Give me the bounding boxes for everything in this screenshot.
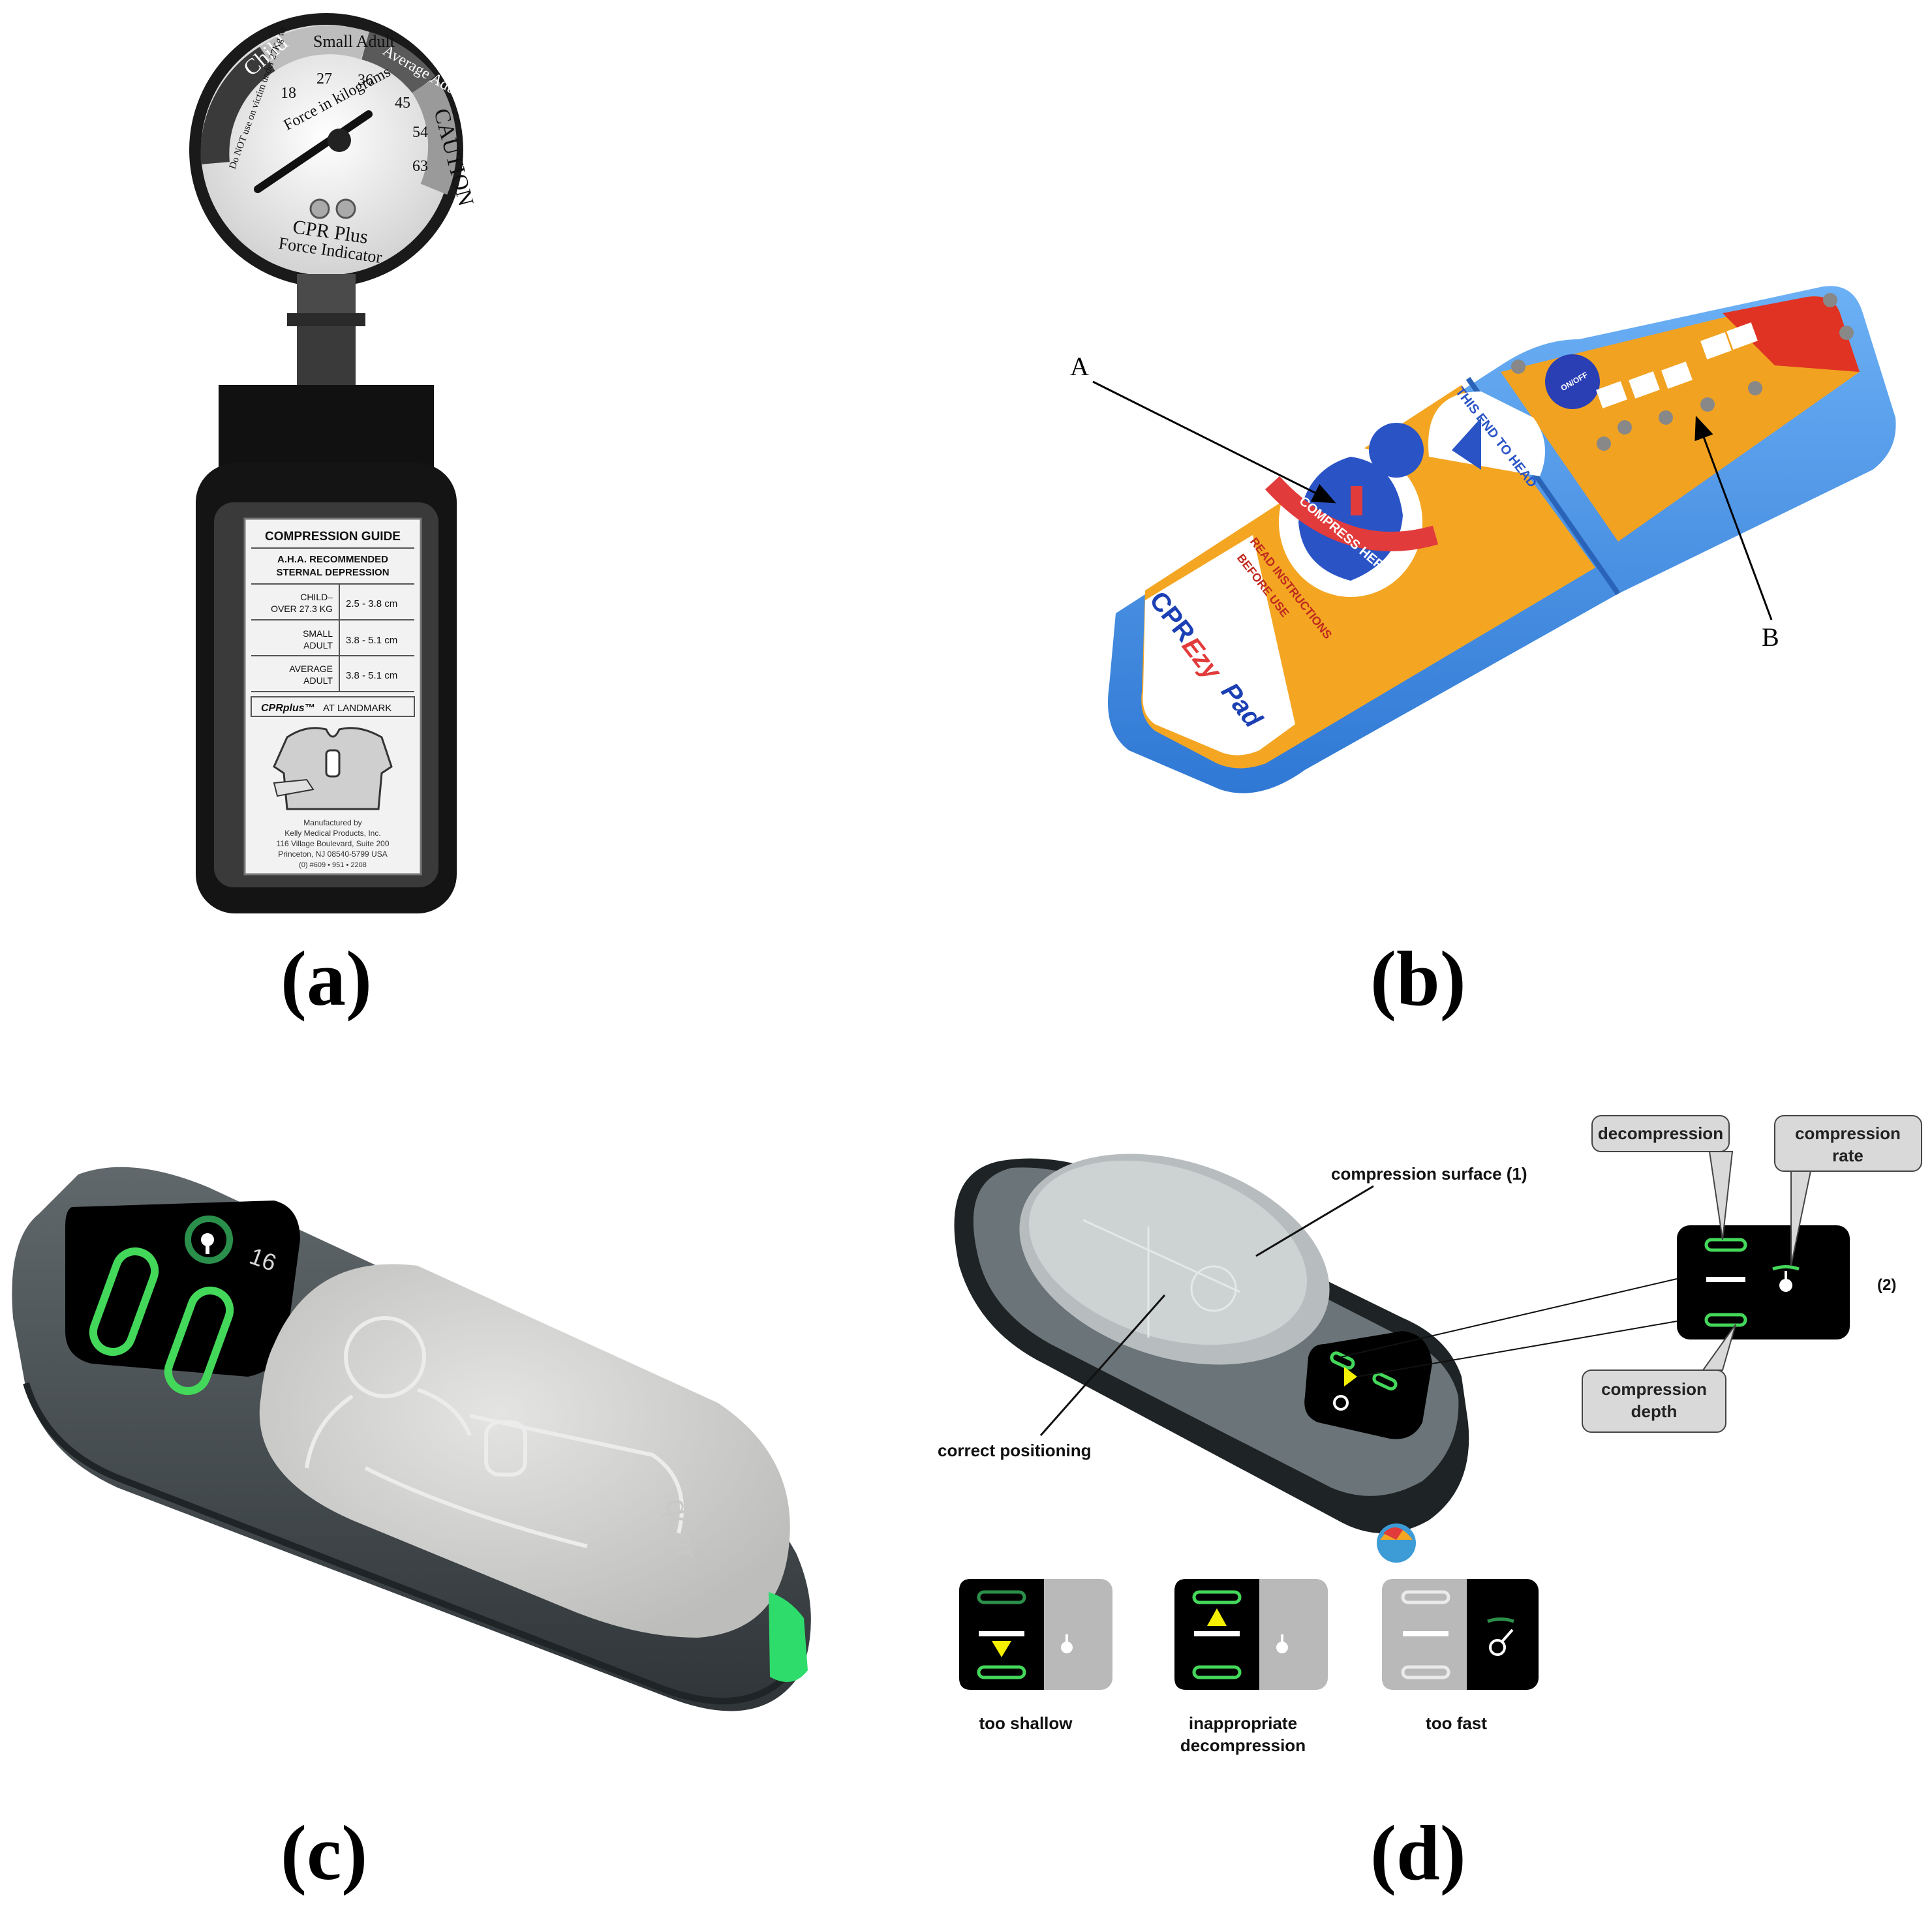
label-inappropriate-2: decompression: [1180, 1736, 1306, 1755]
guide-row-3-value: 3.8 - 5.1 cm: [346, 670, 397, 681]
feedback-too-fast: [1382, 1579, 1539, 1690]
callout-depth-text-1: compression: [1601, 1379, 1707, 1399]
guide-row-2-label-1: SMALL: [303, 628, 333, 639]
guide-row-2-value: 3.8 - 5.1 cm: [346, 635, 397, 646]
label-display-2: (2): [1877, 1276, 1896, 1294]
guide-mfr-4: Princeton, NJ 08540-5799 USA: [278, 849, 387, 859]
screen-indicator-right: [164, 1287, 234, 1395]
label-inappropriate-1: inappropriate: [1189, 1713, 1297, 1733]
guide-mfr-5: (0) #609 • 951 • 2208: [299, 861, 367, 869]
device-c-screen: [65, 1201, 300, 1377]
guide-row-1-value: 2.5 - 3.8 cm: [346, 598, 397, 609]
gauge-needle: [254, 110, 373, 193]
caption-c: (c): [281, 1809, 368, 1896]
guide-mfr-2: Kelly Medical Products, Inc.: [284, 829, 380, 838]
gauge-scale-36: 36: [358, 72, 373, 89]
callout-rate-text-1: compression: [1795, 1124, 1901, 1143]
caption-b: (b): [1370, 935, 1466, 1022]
guide-row-1-label-1: CHILD–: [300, 592, 333, 602]
device-c-status-light: [769, 1592, 808, 1682]
leader-correct-positioning: [1039, 1294, 1166, 1436]
guide-subtitle-1: A.H.A. RECOMMENDED: [277, 554, 388, 565]
callout-compression-depth: [1582, 1370, 1726, 1433]
label-compression-surface: compression surface (1): [1331, 1164, 1527, 1184]
label-b: B: [1762, 622, 1779, 652]
screen-indicator-left: [89, 1247, 159, 1356]
label-a: A: [1070, 352, 1089, 381]
gauge-zone-small-adult: Small Adult: [313, 32, 395, 51]
screen-rate-dial: [185, 1216, 233, 1264]
gauge-scale-45: 45: [395, 95, 410, 112]
on-off-button: [1545, 354, 1600, 409]
callout-rate-text-2: rate: [1832, 1146, 1863, 1165]
zoom-display: [1677, 1225, 1850, 1339]
callout-compression-rate: [1774, 1115, 1922, 1172]
callout-decompression-text: decompression: [1598, 1124, 1723, 1143]
gauge-face: [201, 25, 452, 275]
guide-landmark: AT LANDMARK: [323, 703, 391, 714]
label-correct-positioning: correct positioning: [938, 1441, 1091, 1460]
pad-torso-outline: [305, 1316, 684, 1548]
guide-row-1-label-2: OVER 27.3 KG: [271, 604, 333, 614]
guide-landmark-brand: CPRplus™: [261, 703, 315, 714]
guide-row-3-label-1: AVERAGE: [289, 664, 333, 674]
head-direction-arrow: [1452, 418, 1481, 470]
gauge-scale-27: 27: [316, 70, 332, 87]
guide-mfr-1: Manufactured by: [303, 818, 361, 827]
feedback-too-shallow: [959, 1579, 1112, 1690]
guide-mfr-3: 116 Village Boulevard, Suite 200: [276, 839, 389, 848]
panel-a-cpr-plus-device: Child Small Adult Average Adult CAUTION …: [189, 13, 478, 913]
callout-depth-text-2: depth: [1631, 1401, 1678, 1421]
label-too-shallow: too shallow: [979, 1713, 1073, 1733]
panel-c-qcpr-device: 16 qcpr: [12, 1167, 811, 1711]
caption-d: (d): [1370, 1809, 1466, 1896]
gauge-scale-54: 54: [412, 124, 428, 141]
gauge-scale-63: 63: [412, 158, 428, 175]
callout-decompression: [1591, 1115, 1730, 1152]
caption-a: (a): [281, 935, 372, 1022]
label-too-fast: too fast: [1426, 1713, 1487, 1733]
arrow-b: [1694, 416, 1773, 620]
leader-compression-surface: [1255, 1185, 1374, 1257]
device-d-screen: [1304, 1331, 1432, 1439]
guide-subtitle-2: STERNAL DEPRESSION: [276, 567, 389, 578]
zoom-line-bottom: [1357, 1321, 1678, 1377]
feedback-inappropriate-decompression: [1174, 1579, 1328, 1690]
gauge-scale-18: 18: [281, 85, 296, 102]
guide-row-3-label-2: ADULT: [303, 675, 333, 686]
arrow-a: [1092, 380, 1336, 504]
panel-b-cpr-ezy-pad: CPR Ezy Pad READ INSTRUCTIONS BEFORE USE…: [1070, 286, 1896, 793]
panel-d-qcpr-annotated: compression surface (1) correct position…: [938, 1115, 1922, 1755]
torso-illustration: [273, 727, 393, 810]
zoom-line-top: [1340, 1278, 1678, 1358]
guide-title: COMPRESSION GUIDE: [265, 530, 401, 543]
guide-row-2-label-2: ADULT: [303, 640, 333, 650]
